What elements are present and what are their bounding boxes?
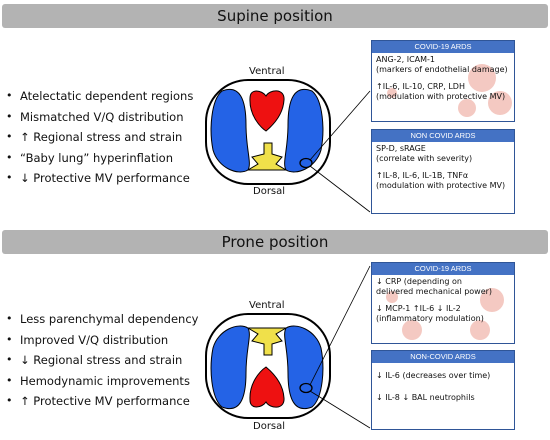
supine-ventral-label: Ventral [249,66,285,77]
prone-covid-header: COVID-19 ARDS [372,263,514,275]
prone-bullet-3: Hemodynamic improvements [6,371,198,392]
prone-covid-line-1: ↓ MCP-1 ↑IL-6 ↓ IL-2 (inflammatory modul… [376,304,484,323]
supine-bullet-3: “Baby lung” hyperinflation [6,148,193,169]
prone-bullet-0: Less parenchymal dependency [6,309,198,330]
supine-bullet-4: ↓ Protective MV performance [6,168,193,189]
supine-noncovid-line-0: SP-D, sRAGE (correlate with severity) [376,144,473,163]
supine-noncovid-line-1: ↑IL-8, IL-6, IL-1B, TNFα (modulation wit… [376,171,506,190]
supine-covid-line-0: ANG-2, ICAM-1 (markers of endothelial da… [376,55,508,74]
prone-spine [246,327,288,356]
supine-covid-header: COVID-19 ARDS [372,41,514,53]
prone-ventral-label: Ventral [249,300,285,311]
supine-spine [246,142,288,171]
supine-noncovid-box: NON COVID ARDS SP-D, sRAGE (correlate wi… [371,129,515,214]
prone-thorax [205,265,371,429]
prone-noncovid-box: NON-COVID ARDS ↓ IL-6 (decreases over ti… [371,350,515,430]
supine-dorsal-label: Dorsal [253,186,286,197]
supine-covid-box: COVID-19 ARDS ANG-2, ICAM-1 (markers of … [371,40,515,122]
prone-noncovid-line-0: ↓ IL-6 (decreases over time) [376,371,491,380]
prone-title-banner: Prone position [2,230,548,254]
alveolar-texture-icon [386,288,504,340]
supine-heart [249,90,285,132]
supine-thorax [205,79,371,213]
prone-noncovid-header: NON-COVID ARDS [372,351,514,363]
supine-covid-line-1: ↑IL-6, IL-10, CRP, LDH (modulation with … [376,82,506,101]
prone-dorsal-label: Dorsal [253,421,286,432]
supine-bullet-0: Atelectatic dependent regions [6,86,193,107]
prone-bullet-list: Less parenchymal dependency Improved V/Q… [6,309,198,412]
alveolar-texture-icon [387,64,512,117]
supine-bullet-1: Mismatched V/Q distribution [6,107,193,128]
prone-covid-line-0: ↓ CRP (depending on delivered mechanical… [376,277,493,296]
prone-bullet-4: ↑ Protective MV performance [6,391,198,412]
supine-callout-line-bottom [309,165,371,213]
supine-title-banner: Supine position [2,4,548,28]
supine-bullet-list: Atelectatic dependent regions Mismatched… [6,86,193,189]
prone-callout-line-bottom [309,390,371,429]
supine-noncovid-header: NON COVID ARDS [372,130,514,142]
supine-alveolus-marker [299,157,313,169]
supine-callout-line-top [309,90,371,161]
prone-bullet-2: ↓ Regional stress and strain [6,350,198,371]
prone-noncovid-line-1: ↓ IL-8 ↓ BAL neutrophils [376,393,475,402]
prone-alveolus-marker [299,382,313,394]
supine-bullet-2: ↑ Regional stress and strain [6,127,193,148]
prone-callout-line-top [309,265,371,386]
prone-bullet-1: Improved V/Q distribution [6,330,198,351]
prone-heart [249,366,285,408]
prone-covid-box: COVID-19 ARDS ↓ CRP (depending on delive… [371,262,515,344]
